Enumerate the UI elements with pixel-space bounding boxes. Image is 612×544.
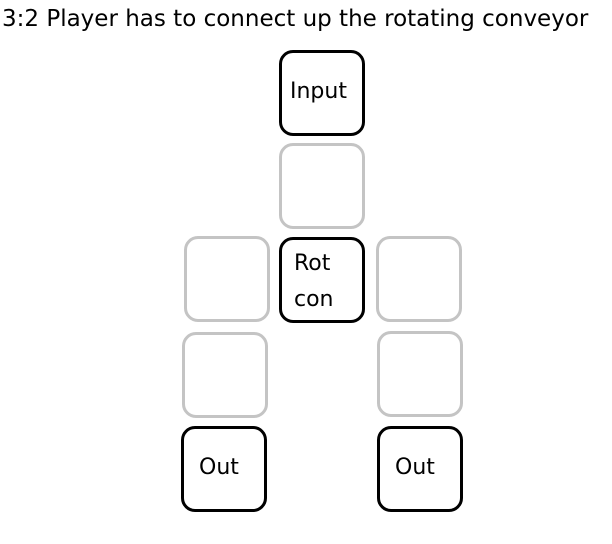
output-tile-left: Out: [181, 426, 267, 512]
empty-slot-left-upper[interactable]: [184, 236, 270, 322]
diagram-title: 3:2 Player has to connect up the rotatin…: [2, 6, 589, 32]
input-tile-label: Input: [290, 79, 347, 104]
empty-slot-left-lower[interactable]: [182, 332, 268, 418]
empty-slot-right-lower[interactable]: [377, 331, 463, 417]
output-left-label: Out: [199, 455, 239, 480]
empty-slot-right-upper[interactable]: [376, 236, 462, 322]
rotating-conveyor-label-line1: Rot: [294, 251, 331, 276]
rotating-conveyor-tile[interactable]: Rot con: [279, 237, 365, 323]
empty-slot-center[interactable]: [279, 143, 365, 229]
input-tile: Input: [279, 50, 365, 136]
output-right-label: Out: [395, 455, 435, 480]
output-tile-right: Out: [377, 426, 463, 512]
rotating-conveyor-label-line2: con: [294, 287, 334, 312]
